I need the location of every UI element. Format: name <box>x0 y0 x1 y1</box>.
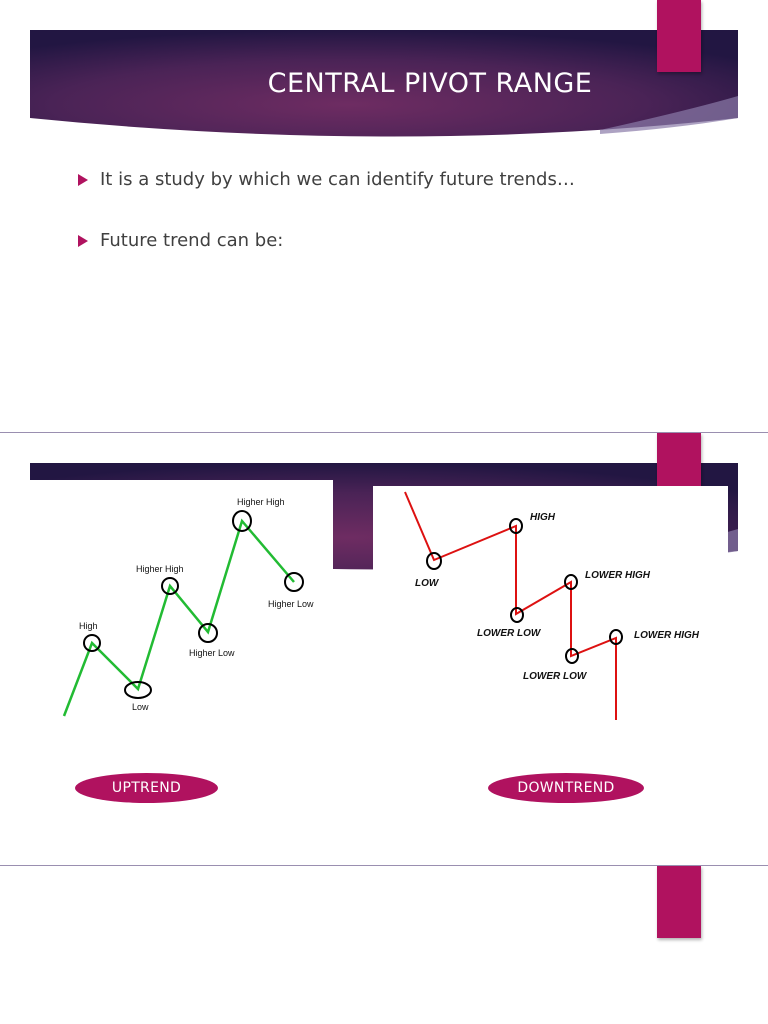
accent-tab <box>657 0 701 72</box>
pivot-marker <box>426 552 442 570</box>
pivot-label: Higher Low <box>268 599 314 609</box>
downtrend-chart: LOW HIGH LOWER LOW LOWER HIGH LOWER LOW … <box>373 486 728 748</box>
uptrend-chart: High Low Higher High Higher Low Higher H… <box>30 480 333 730</box>
bullet-item: It is a study by which we can identify f… <box>78 169 575 190</box>
pivot-marker <box>564 574 578 590</box>
bullet-text: It is a study by which we can identify f… <box>100 169 575 190</box>
slide-3 <box>0 866 768 1024</box>
pivot-marker <box>232 510 252 532</box>
pivot-marker <box>161 577 179 595</box>
pivot-marker <box>609 629 623 645</box>
pivot-label: LOWER HIGH <box>634 630 700 641</box>
slide-title: CENTRAL PIVOT RANGE <box>267 68 593 99</box>
pivot-label: Low <box>132 702 149 712</box>
pivot-label: Higher High <box>237 497 285 507</box>
slide-1: CENTRAL PIVOT RANGE It is a study by whi… <box>0 0 768 433</box>
pivot-label: HIGH <box>530 512 556 523</box>
downtrend-line <box>404 491 617 720</box>
pivot-marker <box>284 572 304 592</box>
bullet-text: Future trend can be: <box>100 230 284 251</box>
accent-tab <box>657 866 701 938</box>
pivot-label: LOW <box>415 578 440 589</box>
pivot-label: Higher Low <box>189 648 235 658</box>
pivot-marker <box>124 681 152 699</box>
pivot-label: High <box>79 621 98 631</box>
bullet-arrow-icon <box>78 173 88 186</box>
uptrend-button[interactable]: UPTREND <box>75 773 218 803</box>
title-banner <box>30 30 738 137</box>
pivot-label: LOWER LOW <box>477 628 542 639</box>
bullet-item: Future trend can be: <box>78 230 283 251</box>
pivot-marker <box>510 607 524 623</box>
pivot-marker <box>509 518 523 534</box>
pivot-marker <box>198 623 218 643</box>
bullet-arrow-icon <box>78 234 88 247</box>
pivot-label: LOWER HIGH <box>585 570 651 581</box>
pivot-marker <box>83 634 101 652</box>
pivot-marker <box>565 648 579 664</box>
pivot-label: LOWER LOW <box>523 671 588 682</box>
slide-2: High Low Higher High Higher Low Higher H… <box>0 433 768 866</box>
uptrend-line <box>62 518 295 717</box>
pivot-label: Higher High <box>136 564 184 574</box>
downtrend-button[interactable]: DOWNTREND <box>488 773 644 803</box>
